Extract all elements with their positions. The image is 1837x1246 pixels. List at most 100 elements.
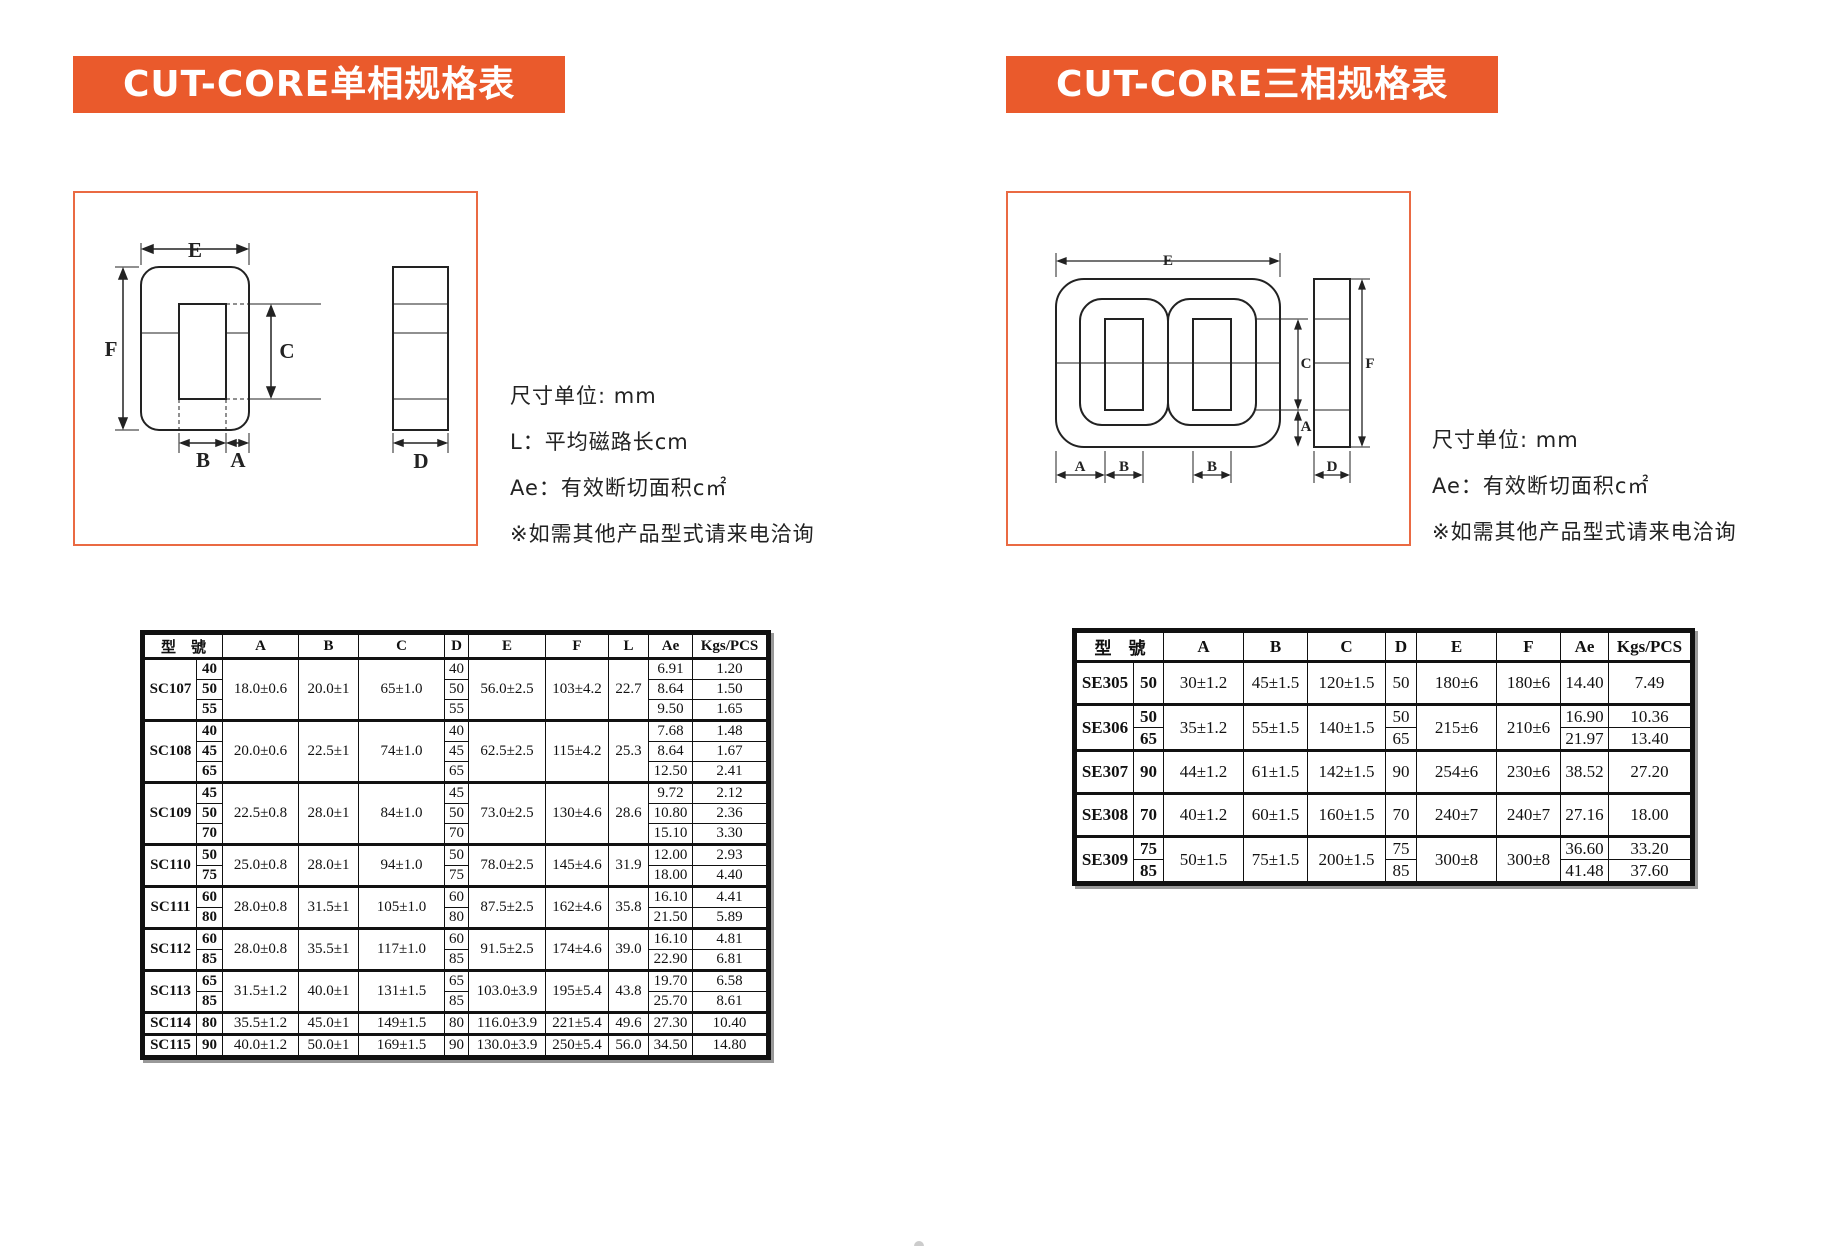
weight-cell: 1.48 [692, 719, 767, 742]
size-cell: 65 [1133, 727, 1164, 751]
size-cell: 40 [196, 657, 223, 680]
dim-d-cell: 90 [1385, 749, 1417, 794]
dim-l-cell: 49.6 [608, 1011, 649, 1035]
dim-f-cell: 210±6 [1496, 703, 1561, 751]
model-cell: SC107 [144, 657, 197, 721]
dim-f-cell: 221±5.4 [545, 1011, 609, 1035]
dim-label-c: C [1301, 356, 1312, 372]
size-cell: 90 [196, 1033, 223, 1056]
dim-label-c: C [279, 339, 294, 363]
weight-cell: 1.67 [692, 741, 767, 762]
ae-cell: 19.70 [648, 969, 693, 992]
size-cell: 75 [196, 865, 223, 887]
dim-f-cell: 230±6 [1496, 749, 1561, 794]
dim-label-a: A [230, 448, 246, 472]
ae-cell: 9.50 [648, 699, 693, 721]
dim-label-f: F [1365, 356, 1374, 372]
column-header: Ae [1560, 632, 1609, 662]
dim-a-cell: 22.5±0.8 [222, 781, 299, 845]
model-cell: SC110 [144, 843, 197, 887]
note-contact: ※如需其他产品型式请来电洽询 [1432, 520, 1737, 544]
dim-e-cell: 73.0±2.5 [468, 781, 546, 845]
model-cell: SC111 [144, 885, 197, 929]
weight-cell: 10.40 [692, 1011, 767, 1035]
column-header: A [1163, 632, 1244, 662]
size-cell: 70 [1133, 792, 1164, 837]
ae-cell: 16.10 [648, 885, 693, 908]
dim-d-cell: 80 [444, 907, 469, 929]
dim-e-cell: 62.5±2.5 [468, 719, 546, 783]
dim-label-d: D [413, 449, 428, 473]
dim-e-cell: 78.0±2.5 [468, 843, 546, 887]
weight-cell: 7.49 [1608, 660, 1691, 705]
column-header: C [358, 634, 445, 659]
model-cell: SE308 [1076, 792, 1134, 837]
note-cross-section: Ae：有效断切面积c㎡ [1432, 474, 1650, 498]
ae-cell: 10.80 [648, 803, 693, 824]
dim-b-cell: 31.5±1 [298, 885, 359, 929]
model-cell: SC109 [144, 781, 197, 845]
three-phase-core-drawing: E C F A A B B D [1055, 253, 1375, 483]
dim-a-cell: 25.0±0.8 [222, 843, 299, 887]
three-phase-notes: 尺寸单位: mm Ae：有效断切面积c㎡ ※如需其他产品型式请来电洽询 [1432, 417, 1737, 555]
dim-d-cell: 65 [1385, 727, 1417, 751]
three-phase-core-diagram: E C F A A B B D [1006, 191, 1411, 546]
dim-e-cell: 87.5±2.5 [468, 885, 546, 929]
dim-label-a: A [1301, 419, 1312, 435]
dim-label-e: E [1163, 253, 1173, 269]
weight-cell: 2.93 [692, 843, 767, 866]
dim-f-cell: 103±4.2 [545, 657, 609, 721]
dim-e-cell: 103.0±3.9 [468, 969, 546, 1013]
dim-e-cell: 130.0±3.9 [468, 1033, 546, 1056]
column-header: C [1307, 632, 1386, 662]
weight-cell: 3.30 [692, 823, 767, 845]
dim-b-cell: 61±1.5 [1243, 749, 1308, 794]
dim-d-cell: 75 [1385, 835, 1417, 860]
dim-e-cell: 300±8 [1416, 835, 1497, 882]
dim-f-cell: 250±5.4 [545, 1033, 609, 1056]
dim-d-cell: 50 [444, 803, 469, 824]
ae-cell: 8.64 [648, 679, 693, 700]
dim-c-cell: 74±1.0 [358, 719, 445, 783]
size-cell: 60 [196, 885, 223, 908]
weight-cell: 27.20 [1608, 749, 1691, 794]
dim-label-f: F [105, 337, 118, 361]
dim-l-cell: 31.9 [608, 843, 649, 887]
dim-d-cell: 90 [444, 1033, 469, 1056]
dim-d-cell: 70 [1385, 792, 1417, 837]
dim-b-cell: 40.0±1 [298, 969, 359, 1013]
ae-cell: 8.64 [648, 741, 693, 762]
model-cell: SC113 [144, 969, 197, 1013]
dim-b-cell: 55±1.5 [1243, 703, 1308, 751]
dim-d-cell: 50 [1385, 660, 1417, 705]
dim-b-cell: 22.5±1 [298, 719, 359, 783]
weight-cell: 2.36 [692, 803, 767, 824]
column-header: L [608, 634, 649, 659]
dim-d-cell: 45 [444, 741, 469, 762]
dim-f-cell: 180±6 [1496, 660, 1561, 705]
dim-a-cell: 18.0±0.6 [222, 657, 299, 721]
dim-l-cell: 39.0 [608, 927, 649, 971]
ae-cell: 12.50 [648, 761, 693, 783]
column-header: 型 號 [144, 634, 223, 659]
dim-e-cell: 240±7 [1416, 792, 1497, 837]
note-cross-section: Ae：有效断切面积c㎡ [510, 476, 728, 500]
ae-cell: 16.90 [1560, 703, 1609, 728]
dim-a-cell: 44±1.2 [1163, 749, 1244, 794]
size-cell: 50 [196, 803, 223, 824]
dim-label-e: E [188, 238, 202, 262]
dim-d-cell: 40 [444, 719, 469, 742]
column-header: Ae [648, 634, 693, 659]
dim-label-b-right: B [1207, 459, 1217, 475]
page-indicator [914, 1241, 924, 1246]
column-header: F [1496, 632, 1561, 662]
